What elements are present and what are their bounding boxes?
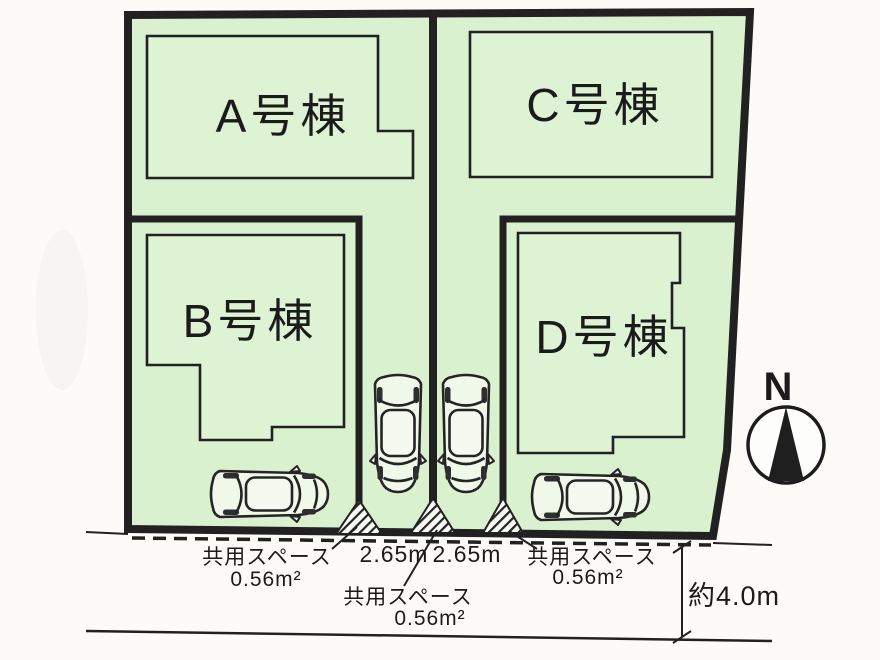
building-d-outline: [516, 231, 686, 455]
road-dimension-tick-top: [672, 540, 692, 554]
road-width-label: 約4.0m: [688, 581, 780, 611]
shared-space-right-name: 共用スペース: [527, 546, 656, 569]
car-lot-b: [209, 464, 330, 524]
road-dimension-tick-bottom: [672, 630, 692, 644]
road-edge-left: [85, 531, 129, 535]
lot-b-label: B号棟: [183, 295, 318, 347]
compass-north-label: N: [764, 365, 793, 409]
car-parking-left: [368, 373, 428, 494]
leader-shared-right: [508, 530, 538, 550]
shared-space-marker-right: [481, 495, 525, 534]
road-edge-right: [712, 542, 773, 546]
leader-shared-center: [403, 529, 438, 587]
lot-d-label: D号棟: [535, 311, 672, 363]
building-c-outline: [468, 30, 714, 179]
shared-space-left-area: 0.56m²: [230, 568, 301, 591]
compass-needle-icon: [768, 407, 804, 481]
shared-space-left-name: 共用スペース: [202, 546, 331, 569]
car-lot-d: [530, 467, 651, 527]
parking-width-right-label: 2.65m: [433, 541, 502, 567]
compass: N: [746, 365, 826, 485]
car-parking-right: [436, 373, 496, 494]
shared-space-marker-center: [409, 496, 457, 534]
lot-a-label: A号棟: [216, 90, 351, 142]
road-boundary-dashed-line: [131, 536, 712, 547]
shared-space-right-area: 0.56m²: [552, 566, 623, 589]
building-a-outline: [145, 34, 415, 180]
leader-shared-left: [331, 526, 358, 550]
parking-width-left-label: 2.65m: [360, 541, 429, 567]
shared-space-center-name: 共用スペース: [343, 586, 472, 609]
building-b-outline: [145, 233, 346, 442]
shared-space-center-area: 0.56m²: [394, 607, 465, 630]
shared-space-marker-left: [334, 498, 384, 535]
road-edge-bottom: [85, 629, 773, 643]
divider-lot-a-b: [128, 215, 363, 531]
lot-c-label: C号棟: [526, 79, 663, 131]
divider-lot-c-d: [499, 215, 740, 532]
scan-smudge: [36, 230, 88, 390]
